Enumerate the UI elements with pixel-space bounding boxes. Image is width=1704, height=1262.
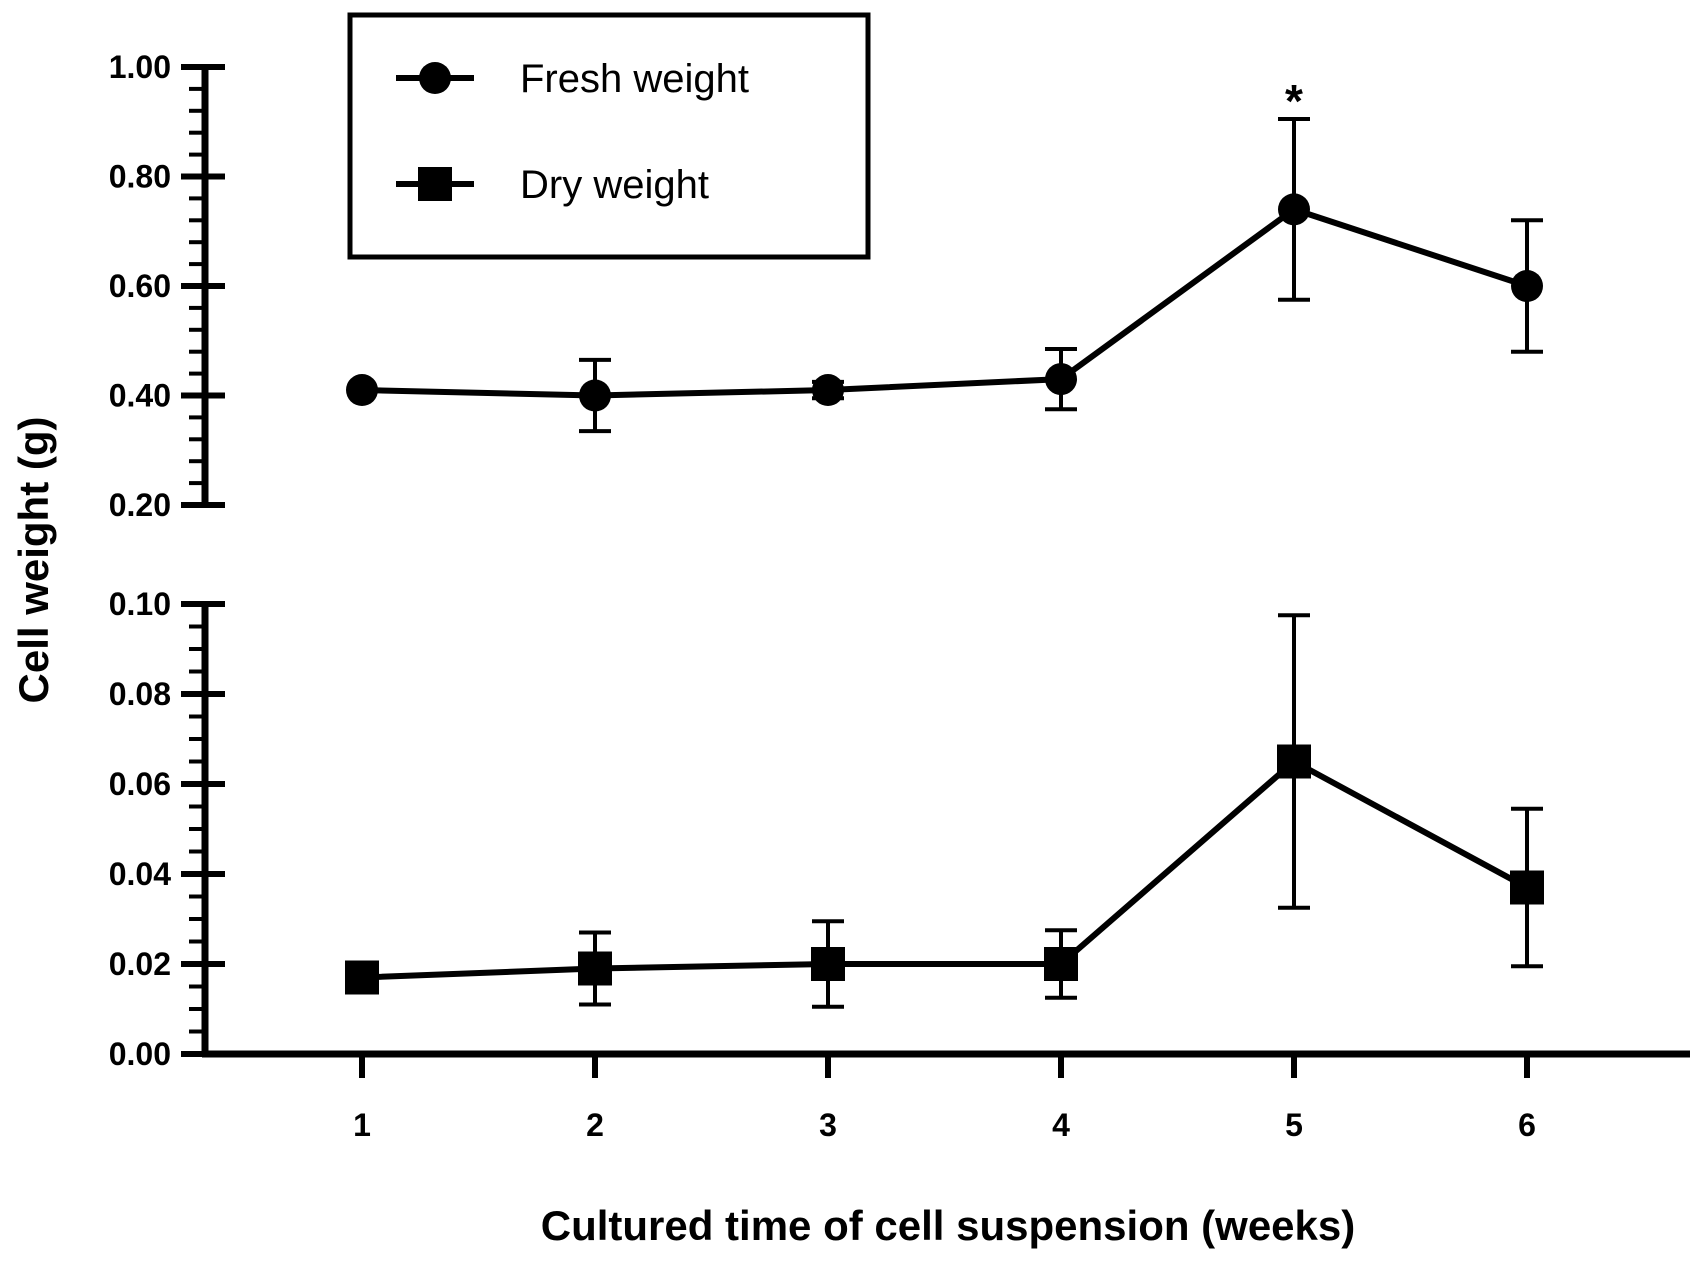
lower-y-tick-label: 0.08 bbox=[109, 676, 171, 712]
x-axis: 1 2 3 4 5 6 bbox=[202, 1050, 1690, 1143]
dry-weight-series bbox=[345, 613, 1544, 1009]
x-tick-label: 6 bbox=[1518, 1107, 1536, 1143]
y-axis-title: Cell weight (g) bbox=[10, 417, 57, 704]
lower-y-tick-label: 0.06 bbox=[109, 766, 171, 802]
lower-y-tick-label: 0.02 bbox=[109, 946, 171, 982]
fresh-weight-legend-marker bbox=[419, 62, 451, 94]
x-tick-label: 2 bbox=[586, 1107, 604, 1143]
upper-y-axis: 1.00 0.80 0.60 0.40 0.20 bbox=[109, 49, 225, 523]
dry-weight-point bbox=[811, 947, 845, 981]
x-tick-label: 1 bbox=[353, 1107, 371, 1143]
fresh-weight-point bbox=[1045, 363, 1077, 396]
fresh-weight-point bbox=[579, 379, 611, 412]
dry-weight-point bbox=[578, 951, 612, 986]
lower-y-tick-label: 0.00 bbox=[109, 1036, 171, 1072]
x-axis-title: Cultured time of cell suspension (weeks) bbox=[541, 1202, 1356, 1249]
upper-y-tick-label: 0.40 bbox=[109, 378, 171, 414]
x-tick-label: 3 bbox=[819, 1107, 837, 1143]
x-tick-label: 4 bbox=[1052, 1107, 1070, 1143]
dry-weight-legend-marker bbox=[418, 167, 452, 201]
legend-box bbox=[347, 12, 871, 260]
dry-weight-legend-label: Dry weight bbox=[520, 163, 709, 207]
dry-weight-point bbox=[345, 960, 379, 995]
upper-y-tick-label: 1.00 bbox=[109, 49, 171, 85]
lower-y-tick-label: 0.04 bbox=[109, 856, 171, 892]
upper-y-tick-label: 0.60 bbox=[109, 268, 171, 304]
lower-y-tick-label: 0.10 bbox=[109, 586, 171, 622]
dry-weight-point bbox=[1044, 947, 1078, 981]
fresh-weight-legend-label: Fresh weight bbox=[520, 57, 749, 101]
fresh-weight-point bbox=[1511, 270, 1543, 302]
fresh-weight-line bbox=[361, 206, 1528, 399]
dry-weight-point bbox=[1510, 870, 1544, 905]
dry-weight-point bbox=[1277, 744, 1311, 779]
significance-marker: * bbox=[1285, 75, 1303, 127]
upper-y-tick-label: 0.80 bbox=[109, 159, 171, 195]
x-tick-label: 5 bbox=[1285, 1107, 1303, 1143]
lower-y-axis: 0.10 0.08 0.06 0.04 0.02 0.00 bbox=[109, 586, 225, 1072]
dry-weight-line bbox=[361, 758, 1529, 981]
fresh-weight-point bbox=[346, 374, 378, 407]
fresh-weight-point bbox=[812, 374, 844, 407]
fresh-weight-point bbox=[1278, 193, 1310, 226]
upper-y-tick-label: 0.20 bbox=[109, 487, 171, 523]
fresh-weight-series bbox=[346, 117, 1543, 434]
